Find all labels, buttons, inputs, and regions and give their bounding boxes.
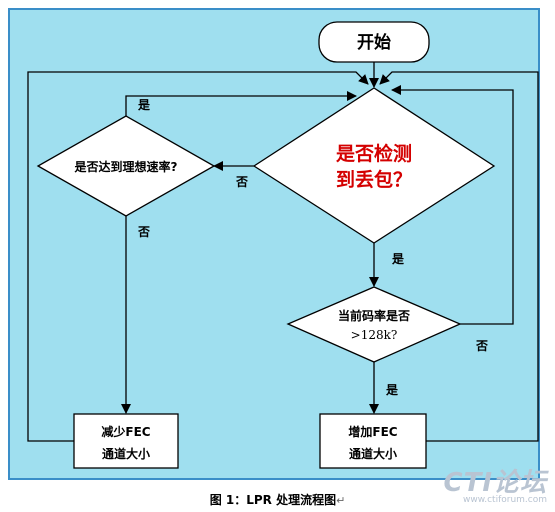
- bitrate-decision-line1: 当前码率是否: [338, 308, 410, 323]
- edge-reduce-loop: [27, 71, 369, 442]
- figure-caption-text: 图 1：LPR 处理流程图: [209, 493, 337, 507]
- rate-decision-label: 是否达到理想速率?: [74, 159, 178, 174]
- rate-no-label: 否: [137, 225, 150, 239]
- reduce-fec-line2: 通道大小: [102, 446, 150, 461]
- reduce-fec-box: [73, 413, 179, 469]
- watermark: CTI论坛 www.ctiforum.com: [444, 470, 548, 505]
- increase-fec-line2: 通道大小: [349, 446, 397, 461]
- bitrate-yes-label: 是: [385, 383, 399, 397]
- return-mark: ↵: [336, 494, 346, 507]
- increase-fec-box: [319, 413, 427, 469]
- start-label: 开始: [357, 32, 391, 53]
- bitrate-decision: [286, 286, 462, 363]
- reduce-fec-line1: 减少FEC: [101, 424, 150, 439]
- edge-bitrate-no: [391, 85, 514, 325]
- increase-fec-line1: 增加FEC: [348, 424, 397, 439]
- connectors: [27, 62, 539, 442]
- loss-no-label: 否: [235, 175, 248, 189]
- loss-yes-label: 是: [391, 252, 405, 266]
- loss-decision-line2: 到丢包？: [336, 168, 412, 191]
- loss-decision-line1: 是否检测: [336, 142, 412, 165]
- rate-decision: [36, 115, 216, 217]
- loss-decision: [252, 87, 496, 244]
- diagram-background: [8, 8, 540, 480]
- watermark-url: www.ctiforum.com: [462, 495, 547, 505]
- watermark-logo: CTI论坛: [443, 468, 547, 498]
- bitrate-decision-line2: >128k?: [351, 328, 398, 342]
- start-node: [318, 21, 430, 63]
- rate-yes-label: 是: [137, 98, 151, 112]
- figure-caption: 图 1：LPR 处理流程图↵: [0, 491, 555, 508]
- edge-increase-loop: [379, 71, 539, 442]
- bitrate-no-label: 否: [475, 339, 488, 353]
- edge-rate-yes: [125, 91, 357, 116]
